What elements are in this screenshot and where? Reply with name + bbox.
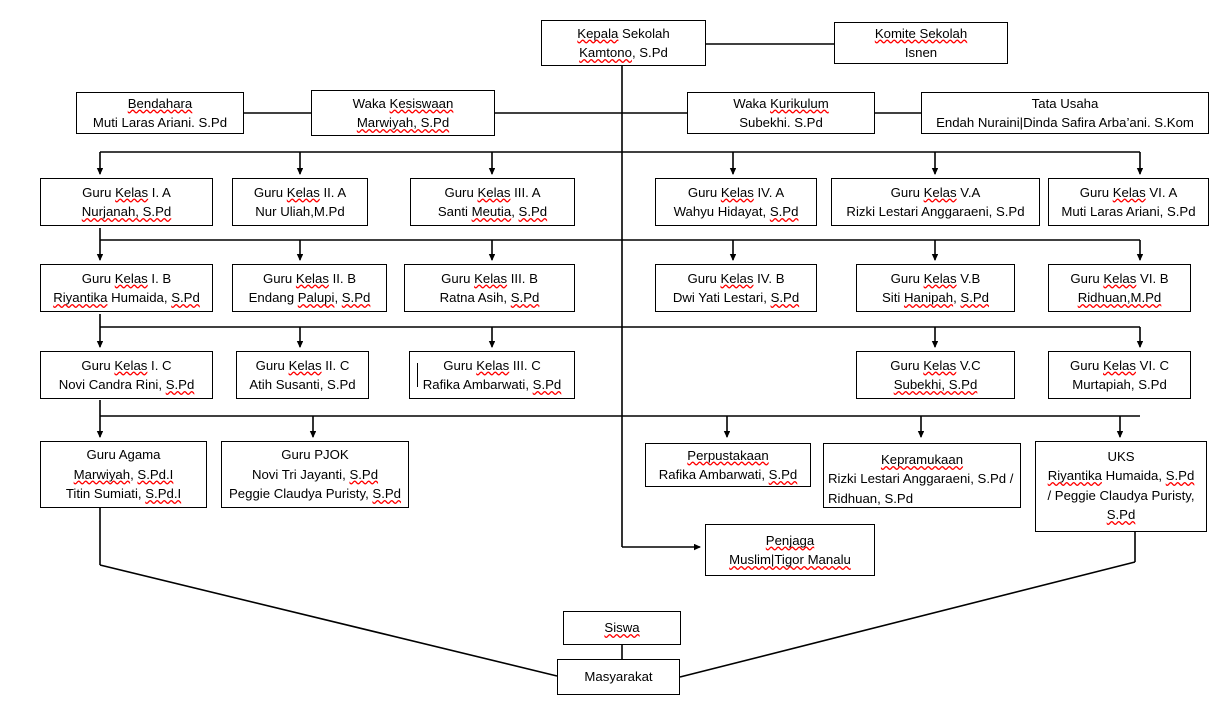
guru-kelas-3a-name: Santi Meutia, S.Pd [437, 204, 548, 219]
waka-kesiswaan-role: Waka Kesiswaan [352, 95, 454, 111]
tata-usaha-role: Tata Usaha [1031, 95, 1099, 111]
guru-agama-name-2: Titin Sumiati, S.Pd.I [65, 486, 182, 502]
node-guru-kelas-5b[interactable]: Guru Kelas V.B Siti Hanipah, S.Pd [856, 264, 1015, 312]
guru-agama-role: Guru Agama [86, 447, 161, 463]
guru-pjok-name-1: Novi Tri Jayanti, S.Pd [251, 466, 379, 482]
guru-kelas-2a-name: Nur Uliah,M.Pd [255, 204, 345, 219]
masyarakat-label: Masyarakat [584, 669, 653, 685]
node-perpustakaan[interactable]: Perpustakaan Rafika Ambarwati, S.Pd [645, 443, 811, 487]
node-guru-kelas-6a[interactable]: Guru Kelas VI. A Muti Laras Ariani, S.Pd [1048, 178, 1209, 226]
guru-kelas-1c-name: Novi Candra Rini, S.Pd [58, 377, 195, 392]
waka-kesiswaan-name: Marwiyah, S.Pd [356, 115, 450, 130]
guru-agama-name-1: Marwiyah, S.Pd.I [73, 466, 174, 482]
kepala-sekolah-role: Kepala Sekolah [577, 25, 670, 41]
komite-sekolah-role: Komite Sekolah [874, 25, 968, 41]
guru-kelas-6b-role: Guru Kelas VI. B [1070, 270, 1169, 286]
node-guru-kelas-2c[interactable]: Guru Kelas II. C Atih Susanti, S.Pd [236, 351, 369, 399]
node-guru-kelas-6b[interactable]: Guru Kelas VI. B Ridhuan,M.Pd [1048, 264, 1191, 312]
node-guru-kelas-3a[interactable]: Guru Kelas III. A Santi Meutia, S.Pd [410, 178, 575, 226]
guru-kelas-1a-role: Guru Kelas I. A [82, 184, 171, 200]
guru-kelas-2a-role: Guru Kelas II. A [253, 184, 347, 200]
node-penjaga[interactable]: Penjaga Muslim|Tigor Manalu [705, 524, 875, 576]
uks-name-3: S.Pd [1106, 507, 1136, 523]
guru-pjok-role: Guru PJOK [281, 447, 349, 463]
guru-kelas-2c-name: Atih Susanti, S.Pd [249, 377, 356, 392]
guru-kelas-5a-role: Guru Kelas V.A [890, 184, 981, 200]
uks-role: UKS [1107, 449, 1135, 464]
penjaga-role: Penjaga [765, 532, 815, 548]
guru-kelas-6b-name: Ridhuan,M.Pd [1077, 290, 1162, 305]
guru-kelas-3b-role: Guru Kelas III. B [441, 270, 538, 286]
guru-kelas-6c-role: Guru Kelas VI. C [1070, 357, 1169, 373]
kepramukaan-role: Kepramukaan [880, 452, 964, 467]
guru-kelas-1c-role: Guru Kelas I. C [81, 357, 172, 373]
guru-kelas-1a-name: Nurjanah, S.Pd [81, 204, 172, 219]
guru-kelas-3c-role: Guru Kelas III. C [443, 357, 541, 373]
node-guru-kelas-4b[interactable]: Guru Kelas IV. B Dwi Yati Lestari, S.Pd [655, 264, 817, 312]
guru-kelas-5b-name: Siti Hanipah, S.Pd [881, 290, 990, 305]
node-guru-kelas-3c[interactable]: Guru Kelas III. C Rafika Ambarwati, S.Pd [409, 351, 575, 399]
guru-kelas-5b-role: Guru Kelas V.B [890, 270, 981, 286]
guru-kelas-4b-role: Guru Kelas IV. B [687, 270, 785, 286]
text-caret [417, 363, 418, 387]
node-masyarakat[interactable]: Masyarakat [557, 659, 680, 695]
node-uks[interactable]: UKS Riyantika Humaida, S.Pd / Peggie Cla… [1035, 441, 1207, 532]
tata-usaha-name: Endah Nuraini|Dinda Safira Arba’ani. S.K… [936, 115, 1194, 130]
guru-kelas-4a-name: Wahyu Hidayat, S.Pd [673, 204, 799, 219]
bendahara-name: Muti Laras Ariani. S.Pd [92, 115, 228, 130]
guru-kelas-5c-role: Guru Kelas V.C [890, 357, 981, 373]
guru-kelas-4a-role: Guru Kelas IV. A [687, 184, 785, 200]
node-kepala-sekolah[interactable]: Kepala Sekolah Kamtono, S.Pd [541, 20, 706, 66]
node-siswa[interactable]: Siswa [563, 611, 681, 645]
guru-kelas-1b-role: Guru Kelas I. B [81, 270, 172, 286]
node-guru-kelas-1a[interactable]: Guru Kelas I. A Nurjanah, S.Pd [40, 178, 213, 226]
node-guru-kelas-3b[interactable]: Guru Kelas III. B Ratna Asih, S.Pd [404, 264, 575, 312]
perpustakaan-role: Perpustakaan [687, 447, 769, 463]
guru-pjok-name-2: Peggie Claudya Puristy, S.Pd [228, 486, 402, 502]
kepramukaan-name-1: Rizki Lestari Anggaraeni, S.Pd / [828, 471, 1014, 487]
node-guru-kelas-4a[interactable]: Guru Kelas IV. A Wahyu Hidayat, S.Pd [655, 178, 817, 226]
node-tata-usaha[interactable]: Tata Usaha Endah Nuraini|Dinda Safira Ar… [921, 92, 1209, 134]
node-guru-agama[interactable]: Guru Agama Marwiyah, S.Pd.I Titin Sumiat… [40, 441, 207, 508]
komite-sekolah-name: Isnen [904, 45, 938, 60]
node-guru-kelas-2b[interactable]: Guru Kelas II. B Endang Palupi, S.Pd [232, 264, 387, 312]
guru-kelas-5c-name: Subekhi, S.Pd [893, 377, 978, 392]
siswa-label: Siswa [604, 620, 640, 636]
guru-kelas-1b-name: Riyantika Humaida, S.Pd [53, 290, 200, 305]
guru-kelas-6c-name: Murtapiah, S.Pd [1072, 377, 1167, 392]
node-bendahara[interactable]: Bendahara Muti Laras Ariani. S.Pd [76, 92, 244, 134]
node-guru-pjok[interactable]: Guru PJOK Novi Tri Jayanti, S.Pd Peggie … [221, 441, 409, 508]
guru-kelas-6a-name: Muti Laras Ariani, S.Pd [1061, 204, 1196, 219]
guru-kelas-2c-role: Guru Kelas II. C [255, 357, 350, 373]
node-guru-kelas-1b[interactable]: Guru Kelas I. B Riyantika Humaida, S.Pd [40, 264, 213, 312]
uks-name-1: Riyantika Humaida, S.Pd [1047, 468, 1195, 484]
guru-kelas-4b-name: Dwi Yati Lestari, S.Pd [672, 290, 800, 305]
node-waka-kurikulum[interactable]: Waka Kurikulum Subekhi. S.Pd [687, 92, 875, 134]
perpustakaan-name: Rafika Ambarwati, S.Pd [658, 467, 798, 482]
node-guru-kelas-2a[interactable]: Guru Kelas II. A Nur Uliah,M.Pd [232, 178, 368, 226]
guru-kelas-3a-role: Guru Kelas III. A [444, 184, 541, 200]
node-komite-sekolah[interactable]: Komite Sekolah Isnen [834, 22, 1008, 64]
node-guru-kelas-5a[interactable]: Guru Kelas V.A Rizki Lestari Anggaraeni,… [831, 178, 1040, 226]
guru-kelas-2b-role: Guru Kelas II. B [262, 270, 357, 286]
guru-kelas-3c-name: Rafika Ambarwati, S.Pd [422, 377, 562, 392]
node-waka-kesiswaan[interactable]: Waka Kesiswaan Marwiyah, S.Pd [311, 90, 495, 136]
node-guru-kelas-6c[interactable]: Guru Kelas VI. C Murtapiah, S.Pd [1048, 351, 1191, 399]
uks-name-2: / Peggie Claudya Puristy, [1047, 487, 1195, 503]
waka-kurikulum-name: Subekhi. S.Pd [739, 115, 823, 130]
penjaga-name: Muslim|Tigor Manalu [729, 552, 851, 567]
node-guru-kelas-5c[interactable]: Guru Kelas V.C Subekhi, S.Pd [856, 351, 1015, 399]
bendahara-role: Bendahara [127, 95, 193, 111]
node-guru-kelas-1c[interactable]: Guru Kelas I. C Novi Candra Rini, S.Pd [40, 351, 213, 399]
kepramukaan-name-2: Ridhuan, S.Pd [828, 490, 914, 506]
kepala-sekolah-name: Kamtono, S.Pd [579, 45, 668, 60]
node-kepramukaan[interactable]: Kepramukaan Rizki Lestari Anggaraeni, S.… [823, 443, 1021, 508]
guru-kelas-2b-name: Endang Palupi, S.Pd [248, 290, 371, 305]
guru-kelas-5a-name: Rizki Lestari Anggaraeni, S.Pd [846, 204, 1025, 219]
guru-kelas-6a-role: Guru Kelas VI. A [1079, 184, 1178, 200]
guru-kelas-3b-name: Ratna Asih, S.Pd [439, 290, 540, 305]
waka-kurikulum-role: Waka Kurikulum [733, 95, 829, 111]
